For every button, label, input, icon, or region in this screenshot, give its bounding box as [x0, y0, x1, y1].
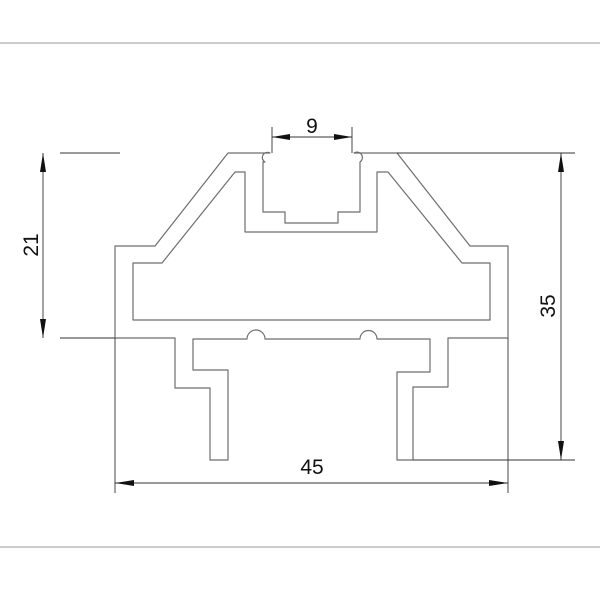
dimension-label-45: 45	[300, 456, 323, 479]
dimension-total-height: 35	[413, 153, 575, 461]
dimension-upper-height: 21	[20, 153, 115, 339]
dimension-label-35: 35	[537, 294, 560, 317]
dimension-label-9: 9	[306, 115, 318, 138]
profile-outer-outline	[114, 151, 509, 461]
profile-inner-cavity	[132, 171, 491, 321]
dimension-label-21: 21	[20, 233, 43, 256]
dimension-total-width: 45	[114, 338, 509, 493]
dimension-slot-width: 9	[271, 115, 353, 153]
